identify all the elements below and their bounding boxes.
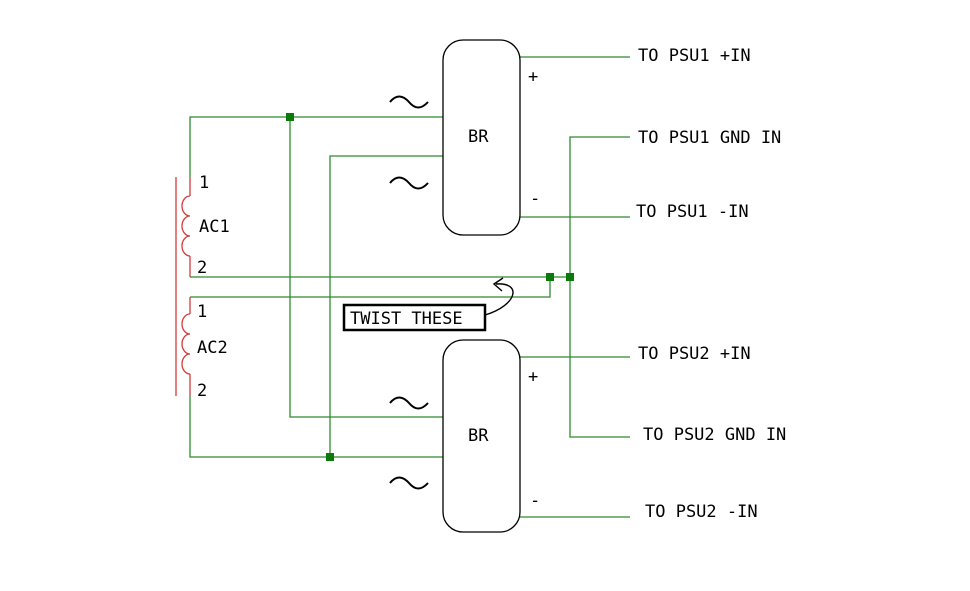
ac1-pin2-label: 2 xyxy=(197,258,207,278)
twist-note: TWIST THESE xyxy=(342,277,514,332)
output-psu2-gnd: TO PSU2 GND IN xyxy=(643,425,786,445)
junction-node xyxy=(546,273,554,281)
tilde-icon xyxy=(389,476,429,490)
br-bottom-label: BR xyxy=(468,426,489,446)
junction-node xyxy=(566,273,574,281)
br-top-plus-label: + xyxy=(528,67,538,87)
junction-node xyxy=(286,113,294,121)
ac1-pin1-label: 1 xyxy=(199,173,209,193)
output-psu1-plus: TO PSU1 +IN xyxy=(638,46,751,66)
ac1-name-label: AC1 xyxy=(199,217,230,237)
br-top-label: BR xyxy=(468,127,489,147)
ac1-coil xyxy=(181,177,191,277)
curved-arrow-icon xyxy=(484,283,514,316)
tilde-icon xyxy=(389,176,429,190)
ac2-coil xyxy=(181,297,191,396)
br-top-minus-label: - xyxy=(530,189,540,209)
junction-node xyxy=(326,453,334,461)
br-bottom-plus-label: + xyxy=(528,367,538,387)
ac2-pin1-label: 1 xyxy=(197,302,207,322)
ac-tilde-symbols xyxy=(389,95,429,490)
tilde-icon xyxy=(389,396,429,410)
output-psu1-gnd: TO PSU1 GND IN xyxy=(638,128,781,148)
output-psu2-plus: TO PSU2 +IN xyxy=(638,344,751,364)
twist-note-label: TWIST THESE xyxy=(350,309,463,329)
ac2-pin2-label: 2 xyxy=(197,381,207,401)
junction-nodes xyxy=(286,113,574,461)
tilde-icon xyxy=(389,95,429,109)
bridge-rectifier-bottom xyxy=(442,339,521,533)
wires xyxy=(189,56,630,518)
output-psu1-minus: TO PSU1 -IN xyxy=(636,202,749,222)
br-bottom-minus-label: - xyxy=(530,491,540,511)
output-psu2-minus: TO PSU2 -IN xyxy=(645,502,758,522)
bridge-rectifier-top xyxy=(442,39,521,236)
ac2-name-label: AC2 xyxy=(197,338,228,358)
